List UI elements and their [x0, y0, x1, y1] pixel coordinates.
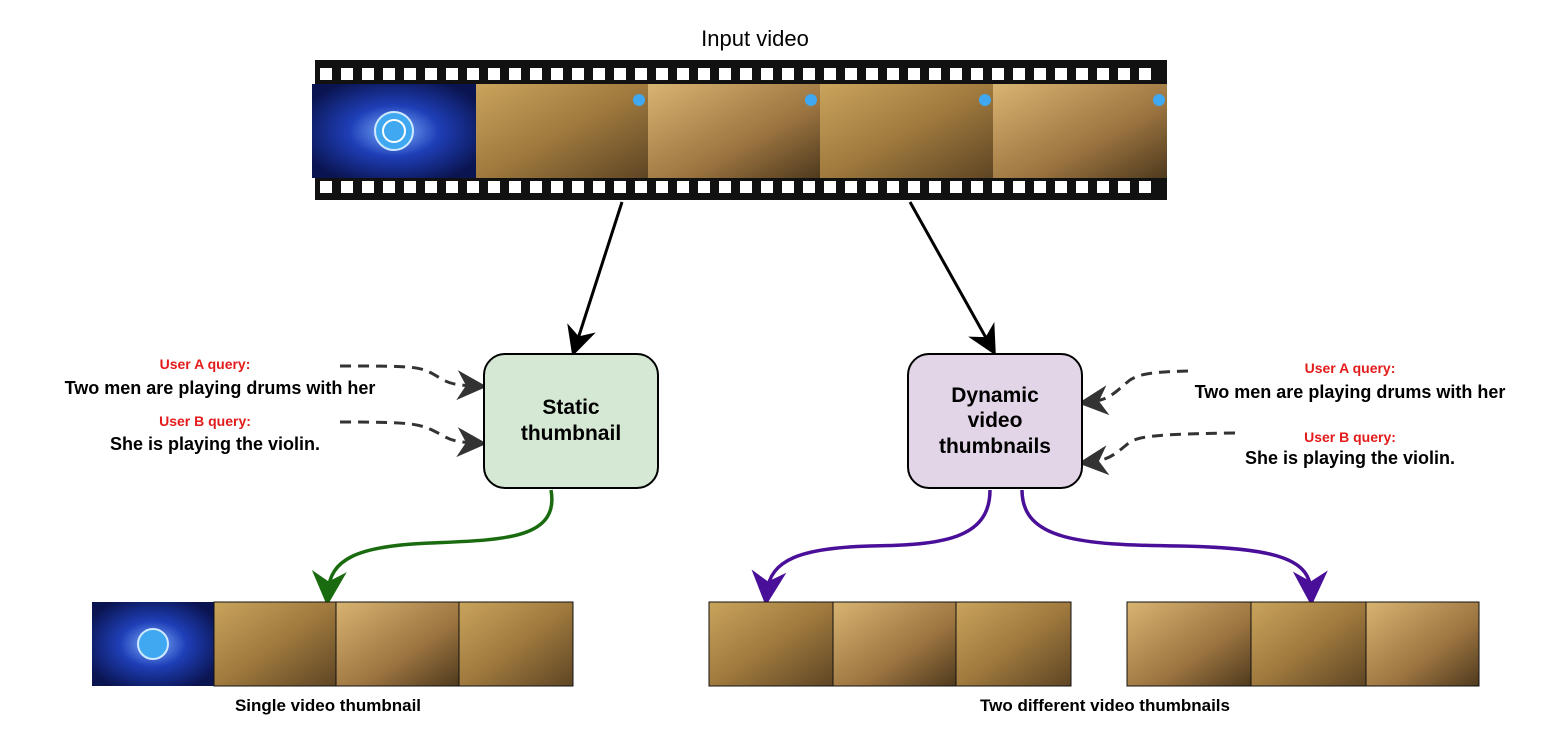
logo-icon — [137, 628, 169, 660]
static-thumbnail-label: Static thumbnail — [520, 396, 622, 445]
single-thumbnail-caption: Single video thumbnail — [234, 696, 422, 715]
arrow-to-static — [567, 201, 624, 357]
video-frame-icon — [213, 601, 337, 687]
video-frame-icon — [648, 84, 820, 178]
video-frame-icon — [458, 601, 574, 687]
right-user-a-query: Two men are playing drums with her — [1194, 382, 1506, 402]
film-strip — [312, 60, 1167, 200]
dynamic-thumbnails-label: Dynamic video thumbnails — [938, 383, 1051, 458]
video-frame-icon — [1250, 601, 1367, 687]
video-frame-icon — [476, 84, 648, 178]
dynamic-thumbnail-strip-b — [1126, 601, 1480, 687]
query-arrow-right-a — [1078, 369, 1189, 416]
video-frame-icon — [708, 601, 834, 687]
video-frame-icon — [832, 601, 957, 687]
video-frame-icon — [820, 84, 993, 178]
left-user-a-label: User A query: — [159, 356, 251, 372]
right-user-b-label: User B query: — [1304, 429, 1396, 445]
single-thumbnail-strip — [92, 601, 574, 687]
video-frame-icon — [312, 84, 476, 178]
arrow-static-output — [311, 489, 554, 606]
left-user-a-query: Two men are playing drums with her — [64, 378, 376, 398]
video-frame-icon — [993, 84, 1167, 178]
video-frame-icon — [1365, 601, 1480, 687]
logo-icon — [1153, 94, 1165, 106]
video-frame-icon — [955, 601, 1072, 687]
video-frame-icon — [1126, 601, 1252, 687]
left-user-b-query: She is playing the violin. — [109, 434, 321, 454]
query-arrow-left-a — [339, 364, 487, 401]
film-perforations-bottom — [320, 181, 1151, 193]
video-frame-icon — [335, 601, 460, 687]
logo-icon — [805, 94, 817, 106]
input-video-title: Input video — [701, 26, 809, 51]
two-thumbnails-caption: Two different video thumbnails — [980, 696, 1230, 715]
query-arrow-left-b — [339, 420, 487, 458]
arrow-dynamic-output-b — [1020, 489, 1328, 606]
static-thumbnail-box: Static thumbnail — [483, 353, 659, 489]
dynamic-thumbnails-box: Dynamic video thumbnails — [907, 353, 1083, 489]
logo-icon — [979, 94, 991, 106]
arrow-to-dynamic — [908, 201, 996, 356]
right-user-b-query: She is playing the violin. — [1244, 448, 1456, 468]
right-user-a-label: User A query: — [1304, 360, 1396, 376]
film-perforations-top — [320, 68, 1151, 80]
query-arrow-right-b — [1078, 431, 1236, 476]
left-user-b-label: User B query: — [159, 413, 251, 429]
logo-icon — [633, 94, 645, 106]
arrow-dynamic-output-a — [751, 489, 992, 606]
dynamic-thumbnail-strip-a — [708, 601, 1072, 687]
